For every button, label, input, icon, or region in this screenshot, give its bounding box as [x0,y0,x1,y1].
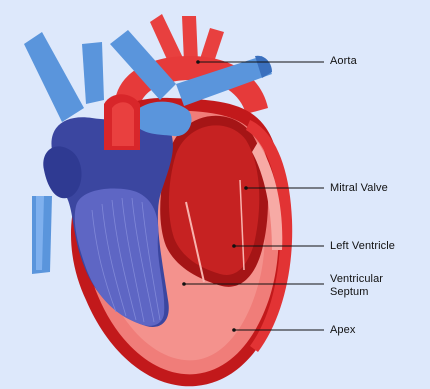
label-aorta: Aorta [330,55,357,68]
label-mitral-valve: Mitral Valve [330,182,388,195]
left-ventricle-cavity [160,116,268,287]
label-ventricular-septum: Ventricular Septum [330,273,383,299]
label-left-ventricle: Left Ventricle [330,240,395,253]
label-apex: Apex [330,324,355,337]
pulmonary-trunk [104,94,140,150]
